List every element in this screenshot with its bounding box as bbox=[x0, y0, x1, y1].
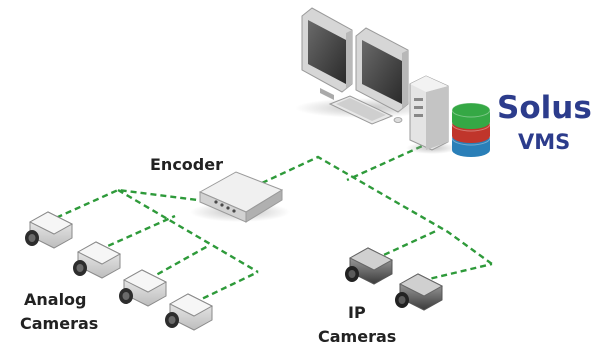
server-tower-icon bbox=[406, 75, 458, 154]
encoder-box-icon bbox=[190, 171, 290, 223]
ip-camera-icon bbox=[395, 273, 444, 311]
link-analog-bus bbox=[117, 188, 259, 274]
analog-camera-icon bbox=[73, 241, 122, 279]
analog-camera-icon bbox=[119, 269, 168, 307]
analog-camera-icon bbox=[25, 211, 74, 249]
brand-subtitle: VMS bbox=[518, 130, 571, 154]
link-encoder-analog bbox=[39, 188, 207, 227]
ip-cameras-label-line2: Cameras bbox=[318, 327, 397, 346]
analog-cameras-label-line2: Cameras bbox=[20, 314, 99, 333]
ip-camera-icon bbox=[345, 247, 394, 285]
database-stack-icon bbox=[451, 102, 491, 157]
db-green-top bbox=[451, 102, 491, 118]
encoder-label: Encoder bbox=[150, 155, 223, 174]
ip-cameras-label-line1: IP bbox=[348, 303, 366, 322]
link-ip-camera-1 bbox=[374, 229, 437, 261]
link-server-down bbox=[346, 136, 441, 182]
analog-cameras-label-line1: Analog bbox=[24, 290, 87, 309]
brand-name: Solus bbox=[497, 90, 592, 126]
analog-camera-icon bbox=[165, 293, 214, 331]
link-backbone bbox=[261, 155, 493, 265]
dual-monitor-workstation-icon bbox=[295, 7, 435, 125]
